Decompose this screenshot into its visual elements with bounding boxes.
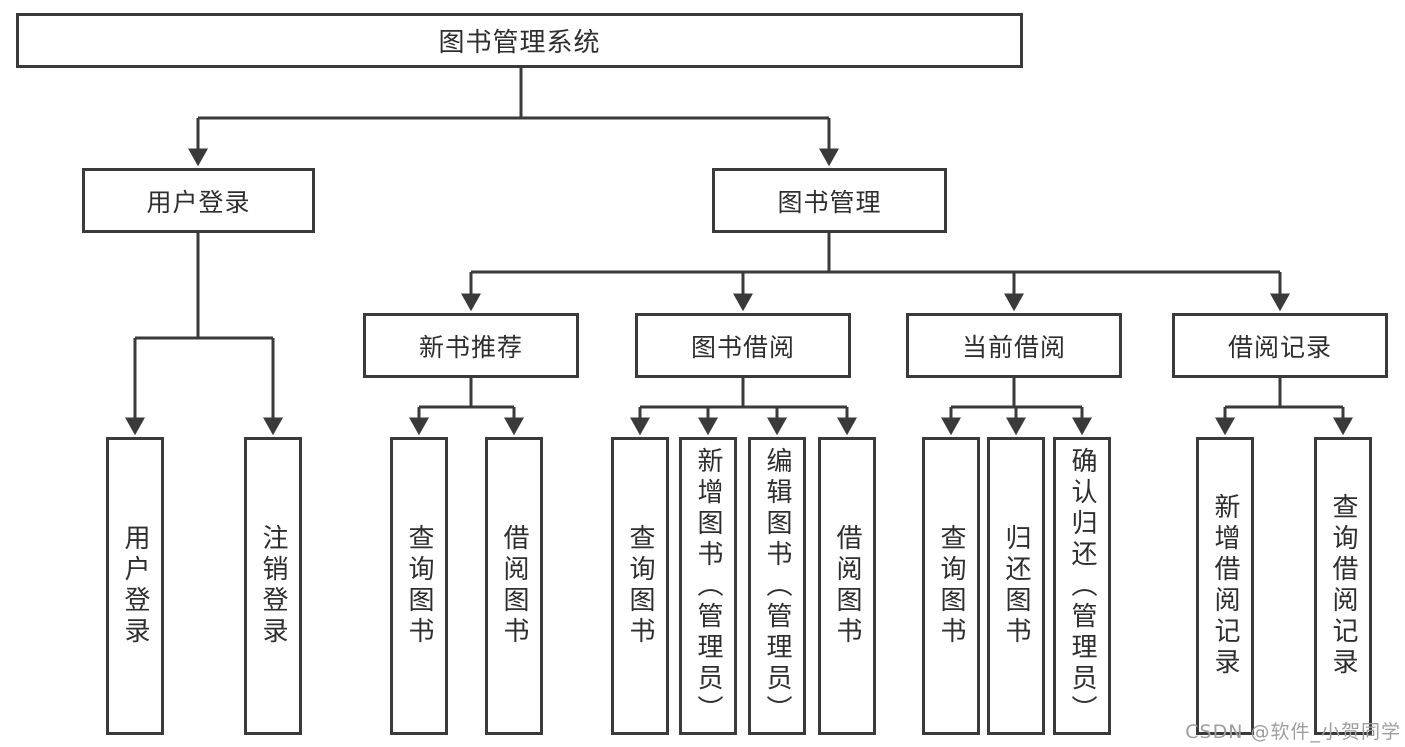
watermark: CSDN @软件_小贺同学 [1185, 721, 1401, 743]
leaf-borrow-edit-books-label: 编辑图书（管理员） [762, 446, 792, 726]
node-book-borrow: 图书借阅 [635, 313, 851, 378]
leaf-logout: 注销登录 [244, 437, 302, 735]
node-root-label: 图书管理系统 [438, 28, 601, 58]
leaf-records-add-record-label: 新增借阅记录 [1210, 493, 1240, 679]
leaf-records-query-record: 查询借阅记录 [1314, 437, 1372, 735]
edge-current-borrow-to-leaves [940, 378, 1093, 436]
edge-book-borrow-to-leaves [629, 378, 858, 436]
node-current-borrow: 当前借阅 [906, 313, 1122, 378]
leaf-borrow-add-books-label: 新增图书（管理员） [693, 446, 723, 726]
leaf-borrow-query-books: 查询图书 [611, 437, 669, 735]
leaf-current-return-books-label: 归还图书 [1001, 524, 1031, 648]
node-current-borrow-label: 当前借阅 [961, 332, 1066, 362]
leaf-current-confirm-return: 确认归还（管理员） [1053, 437, 1111, 735]
leaf-current-confirm-return-label: 确认归还（管理员） [1067, 446, 1097, 726]
leaf-recommend-borrow-books-label: 借阅图书 [499, 524, 529, 648]
leaf-recommend-query-books: 查询图书 [390, 437, 448, 735]
node-user-login-label: 用户登录 [146, 187, 251, 217]
leaf-borrow-query-books-label: 查询图书 [625, 524, 655, 648]
node-new-book-recommend-label: 新书推荐 [418, 332, 523, 362]
node-user-login: 用户登录 [82, 168, 315, 233]
edge-new-book-recommend-to-leaves [408, 378, 525, 436]
node-root: 图书管理系统 [16, 13, 1023, 68]
edge-root-to-level2 [187, 68, 840, 167]
node-new-book-recommend: 新书推荐 [363, 313, 579, 378]
edge-borrow-records-to-leaves [1214, 378, 1354, 436]
leaf-recommend-borrow-books: 借阅图书 [485, 437, 543, 735]
leaf-user-login: 用户登录 [106, 437, 164, 735]
node-book-borrow-label: 图书借阅 [690, 332, 795, 362]
node-borrow-records: 借阅记录 [1172, 313, 1388, 378]
leaf-logout-label: 注销登录 [258, 524, 288, 648]
leaf-borrow-borrow-books-label: 借阅图书 [832, 524, 862, 648]
leaf-current-query-books-label: 查询图书 [936, 524, 966, 648]
edge-user-login-to-leaves [124, 233, 284, 436]
leaf-user-login-label: 用户登录 [120, 524, 150, 648]
leaf-records-add-record: 新增借阅记录 [1196, 437, 1254, 735]
leaf-current-query-books: 查询图书 [922, 437, 980, 735]
node-borrow-records-label: 借阅记录 [1227, 332, 1332, 362]
leaf-borrow-borrow-books: 借阅图书 [818, 437, 876, 735]
leaf-recommend-query-books-label: 查询图书 [404, 524, 434, 648]
node-book-management: 图书管理 [712, 168, 947, 233]
leaf-current-return-books: 归还图书 [987, 437, 1045, 735]
leaf-borrow-edit-books: 编辑图书（管理员） [748, 437, 806, 735]
edge-book-management-to-level3 [460, 233, 1291, 312]
leaf-records-query-record-label: 查询借阅记录 [1328, 493, 1358, 679]
node-book-management-label: 图书管理 [777, 187, 882, 217]
leaf-borrow-add-books: 新增图书（管理员） [679, 437, 737, 735]
